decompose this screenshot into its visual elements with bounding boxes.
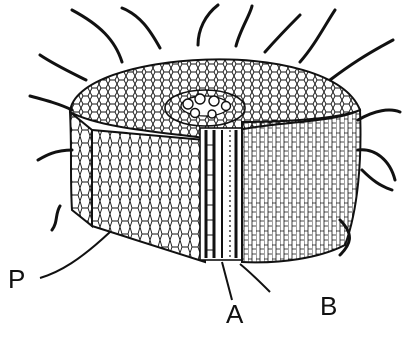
leader-a xyxy=(222,262,232,300)
label-p: P xyxy=(8,264,25,294)
leader-p xyxy=(40,232,110,278)
leader-b xyxy=(240,264,270,292)
label-b: B xyxy=(320,291,337,321)
label-a: A xyxy=(226,299,244,329)
vascular-strip xyxy=(200,128,242,260)
right-face xyxy=(242,110,360,262)
